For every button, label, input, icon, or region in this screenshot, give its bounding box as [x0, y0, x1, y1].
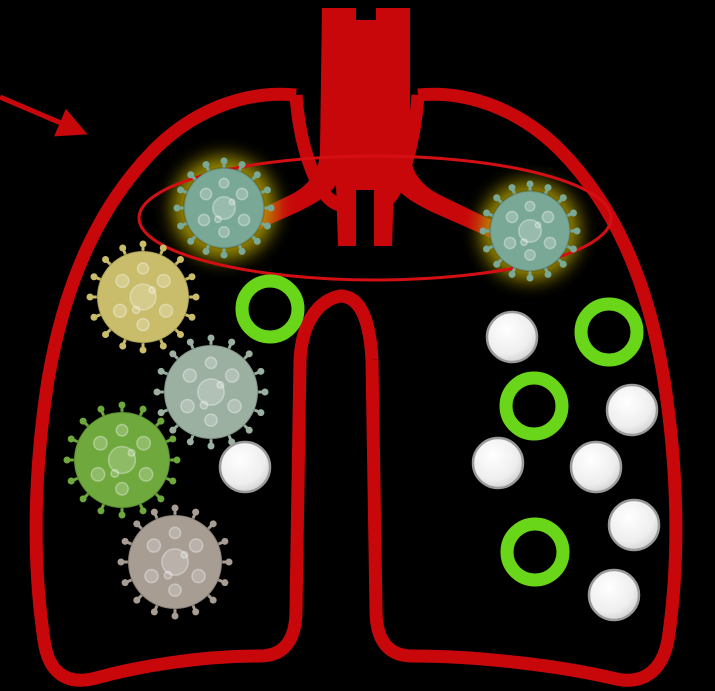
white-cell: [607, 385, 657, 435]
virus-icon: [154, 335, 269, 450]
white-cell: [220, 442, 270, 492]
virus-icon: [480, 181, 581, 282]
white-cell: [473, 438, 523, 488]
virus-icon: [64, 402, 181, 519]
white-cell: [609, 500, 659, 550]
virus-icon: [174, 158, 275, 259]
white-cell: [571, 442, 621, 492]
white-cell: [487, 312, 537, 362]
virus-icon: [87, 241, 200, 354]
virus-icon: [118, 505, 233, 620]
white-cell: [589, 570, 639, 620]
